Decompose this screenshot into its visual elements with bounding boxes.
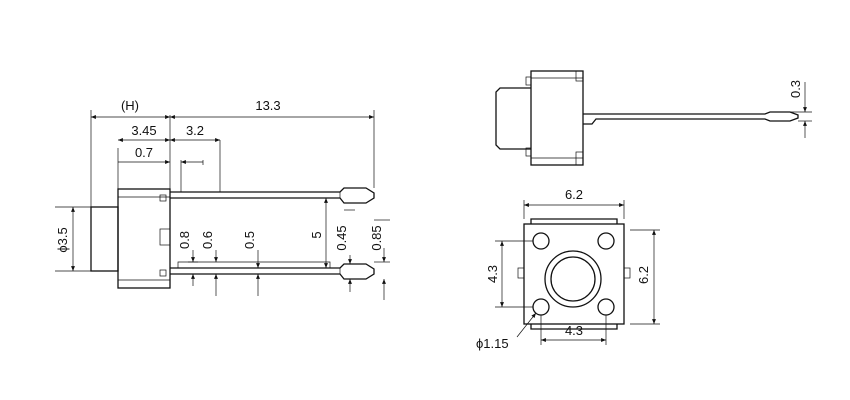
hole-dia-leader [516,312,537,338]
lower-lead [170,263,375,280]
d-0-85-dimension: 0.85 [369,219,390,300]
d-0-3-label: 0.3 [788,80,803,98]
top-actuator-outline [495,87,531,150]
d-0-7-label: 0.7 [135,145,153,160]
front-bottom-tab [530,324,618,330]
upper-lead [170,187,375,204]
d-5-dimension: 5 [309,198,328,268]
front-left-leg [517,267,525,279]
actuator-inner-circle [550,256,596,302]
top-body-tab [525,76,532,86]
d-0-45-dimension: 0.45 [334,209,355,292]
d-3-45-label: 3.45 [131,123,156,138]
switch-body-outline [117,188,171,289]
width-top-label: 6.2 [565,187,583,202]
d-0-6-dimension: 0.6 [200,231,218,296]
corner-hole [597,298,615,316]
width-bottom-label: 4.3 [565,323,583,338]
lower-lead-shoulder [177,261,331,268]
height-left-label: 4.3 [485,265,500,283]
front-view: 6.2 6.2 4.3 4.3 ϕ1.15 [476,187,660,351]
side-view: (H) 13.3 3.45 3.2 0.7 ϕ3.5 0.8 0.6 [55,98,390,300]
top-body-tab [575,151,584,166]
d-0-6-label: 0.6 [200,231,215,249]
dia-3-5-label: ϕ3.5 [55,227,70,252]
d-0-8-dimension: 0.8 [177,231,198,286]
actuator-outline [90,206,119,272]
body-notch [159,228,171,246]
top-lead [583,111,799,125]
d-0-5-label: 0.5 [242,231,257,249]
top-body-outline [530,70,584,166]
h-label: (H) [121,98,139,113]
front-right-leg [623,267,631,279]
hole-dia-label: ϕ1.15 [476,336,509,351]
corner-hole [597,232,615,250]
top-body-tab [575,70,584,82]
d-0-8-label: 0.8 [177,231,192,249]
body-bump [159,269,167,277]
top-view: 0.3 [495,70,812,166]
height-right-label: 6.2 [636,266,651,284]
front-body-outline [523,223,625,325]
corner-hole [532,232,550,250]
body-bump [159,194,167,202]
corner-hole [532,298,550,316]
d-3-2-label: 3.2 [186,123,204,138]
front-top-tab [530,218,618,224]
d-0-85-label: 0.85 [369,225,384,250]
d-0-45-label: 0.45 [334,225,349,250]
top-body-tab [525,147,532,157]
actuator-outer-circle [544,250,602,308]
d-5-label: 5 [309,231,324,238]
total-length-label: 13.3 [255,98,280,113]
d-0-5-dimension: 0.5 [242,231,260,296]
